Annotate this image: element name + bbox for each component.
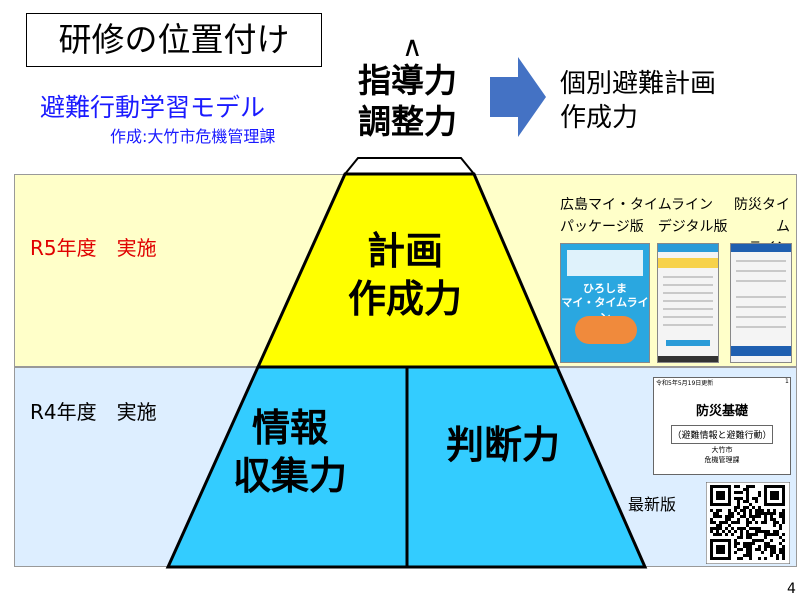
- bosai-timeline-screenshot: [730, 243, 792, 363]
- result-line1: 個別避難計画: [560, 68, 716, 102]
- bosai-line1: 防災タイム: [730, 195, 790, 238]
- booklet-title1: ひろしま: [561, 282, 649, 296]
- document-organization: 大竹市 危機管理課: [653, 446, 791, 466]
- digital-timeline-screenshot: [657, 243, 719, 363]
- info-block-label: 情報 収集力: [200, 405, 380, 500]
- document-title: 防災基礎: [653, 400, 791, 419]
- hiroshima-timeline-label: 広島マイ・タイムライン パッケージ版 デジタル版: [560, 195, 727, 238]
- r4-label: R4年度 実施: [30, 396, 157, 425]
- plan-block-label: 計画 作成力: [300, 228, 510, 323]
- hiroshima-line1: 広島マイ・タイムライン: [560, 195, 727, 217]
- apex-line2: 調整力: [335, 101, 480, 142]
- qr-code-icon[interactable]: [706, 482, 790, 564]
- caret-icon: ∧: [402, 33, 423, 61]
- apex-label: 指導力 調整力: [335, 60, 480, 143]
- page-number: 4: [787, 581, 796, 597]
- timeline-booklet-image: ひろしま マイ・タイムライン: [560, 243, 650, 363]
- apex-line1: 指導力: [335, 60, 480, 101]
- hiroshima-line2: パッケージ版 デジタル版: [560, 217, 727, 239]
- info-line1: 情報: [200, 405, 380, 453]
- info-line2: 収集力: [200, 453, 380, 501]
- document-org1: 大竹市: [653, 446, 791, 456]
- apex-tip: [345, 158, 474, 174]
- plan-line2: 作成力: [300, 276, 510, 324]
- result-line2: 作成力: [560, 102, 716, 136]
- r5-label: R5年度 実施: [30, 232, 157, 261]
- judge-block-label: 判断力: [418, 422, 588, 470]
- document-number: 1: [785, 378, 789, 385]
- document-date: 令和5年5月19日更新: [656, 378, 713, 387]
- right-arrow-icon: [490, 57, 546, 137]
- document-subtitle: （避難情報と避難行動）: [671, 425, 773, 444]
- latest-version-label: 最新版: [628, 491, 676, 515]
- document-org2: 危機管理課: [653, 456, 791, 466]
- result-label: 個別避難計画 作成力: [560, 68, 716, 136]
- plan-line1: 計画: [300, 228, 510, 276]
